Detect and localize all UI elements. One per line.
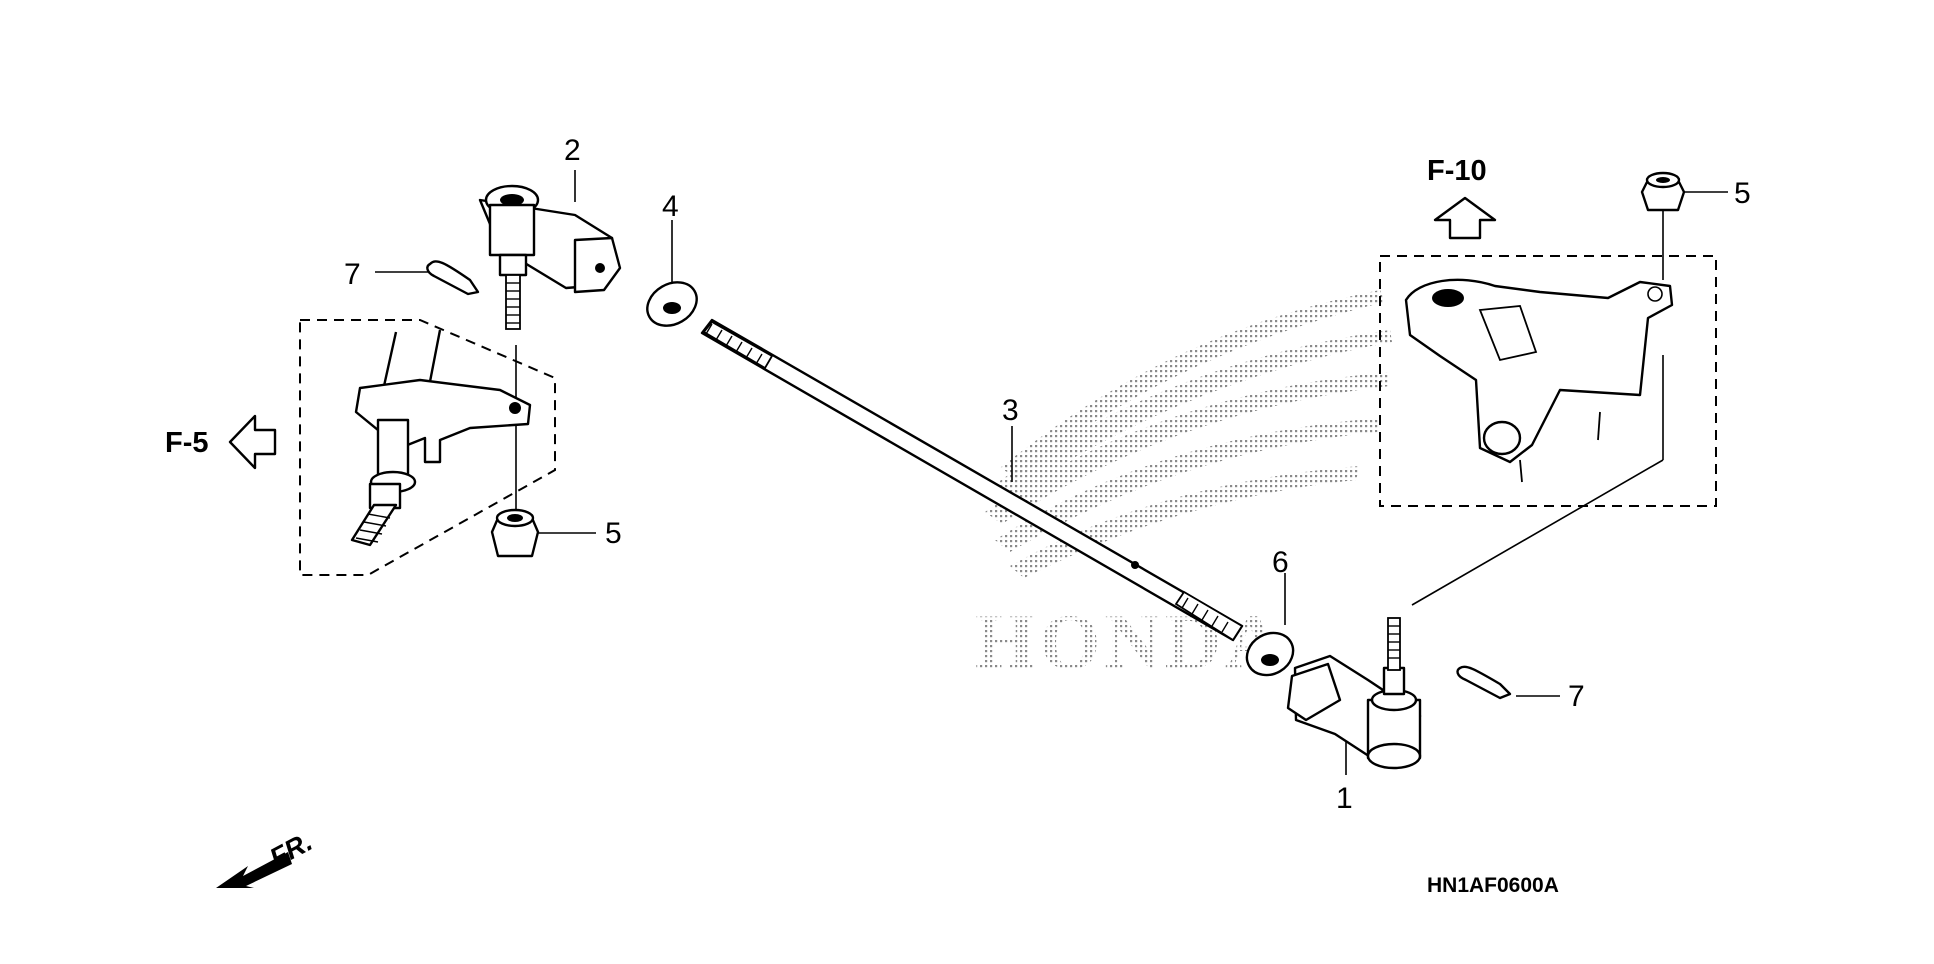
callout-labels: 1 2 3 4 5 5 6 7 7 (344, 134, 1751, 815)
pitman-arm (1404, 278, 1674, 483)
callout-3: 3 (1002, 394, 1019, 427)
tie-rod-end-right (1286, 617, 1422, 770)
honda-wing-watermark (985, 290, 1392, 578)
f10-reference-arrow (1433, 196, 1497, 240)
leader-lines (375, 170, 1728, 775)
tie-rod (700, 318, 1244, 642)
steering-knuckle (350, 329, 532, 547)
pitman-arm-box (1379, 255, 1717, 507)
diagram-code: HN1AF0600A (1427, 874, 1559, 897)
f5-reference-arrow (228, 414, 277, 470)
nut-6 (1245, 631, 1295, 677)
f10-reference-label: F-10 (1427, 155, 1487, 187)
nut-5-lower-left (490, 508, 540, 558)
cotter-pin-right (1456, 665, 1512, 700)
callout-4: 4 (662, 190, 679, 223)
callout-6: 6 (1272, 546, 1289, 579)
honda-watermark-text: HONDA (975, 598, 1285, 685)
callout-1: 1 (1336, 782, 1353, 815)
callout-2: 2 (564, 134, 581, 167)
nut-4 (646, 281, 698, 327)
nut-5-upper-right (1640, 171, 1686, 212)
cotter-pin-left (426, 260, 480, 296)
callout-5-lower-left: 5 (605, 517, 622, 550)
callout-5-upper-right: 5 (1734, 177, 1751, 210)
callout-7-right: 7 (1568, 680, 1585, 713)
knuckle-assembly-box (299, 319, 556, 576)
front-direction-arrow (216, 852, 292, 888)
callout-7-left: 7 (344, 258, 361, 291)
f5-reference-label: F-5 (165, 427, 209, 459)
tie-rod-end-left (478, 184, 622, 330)
